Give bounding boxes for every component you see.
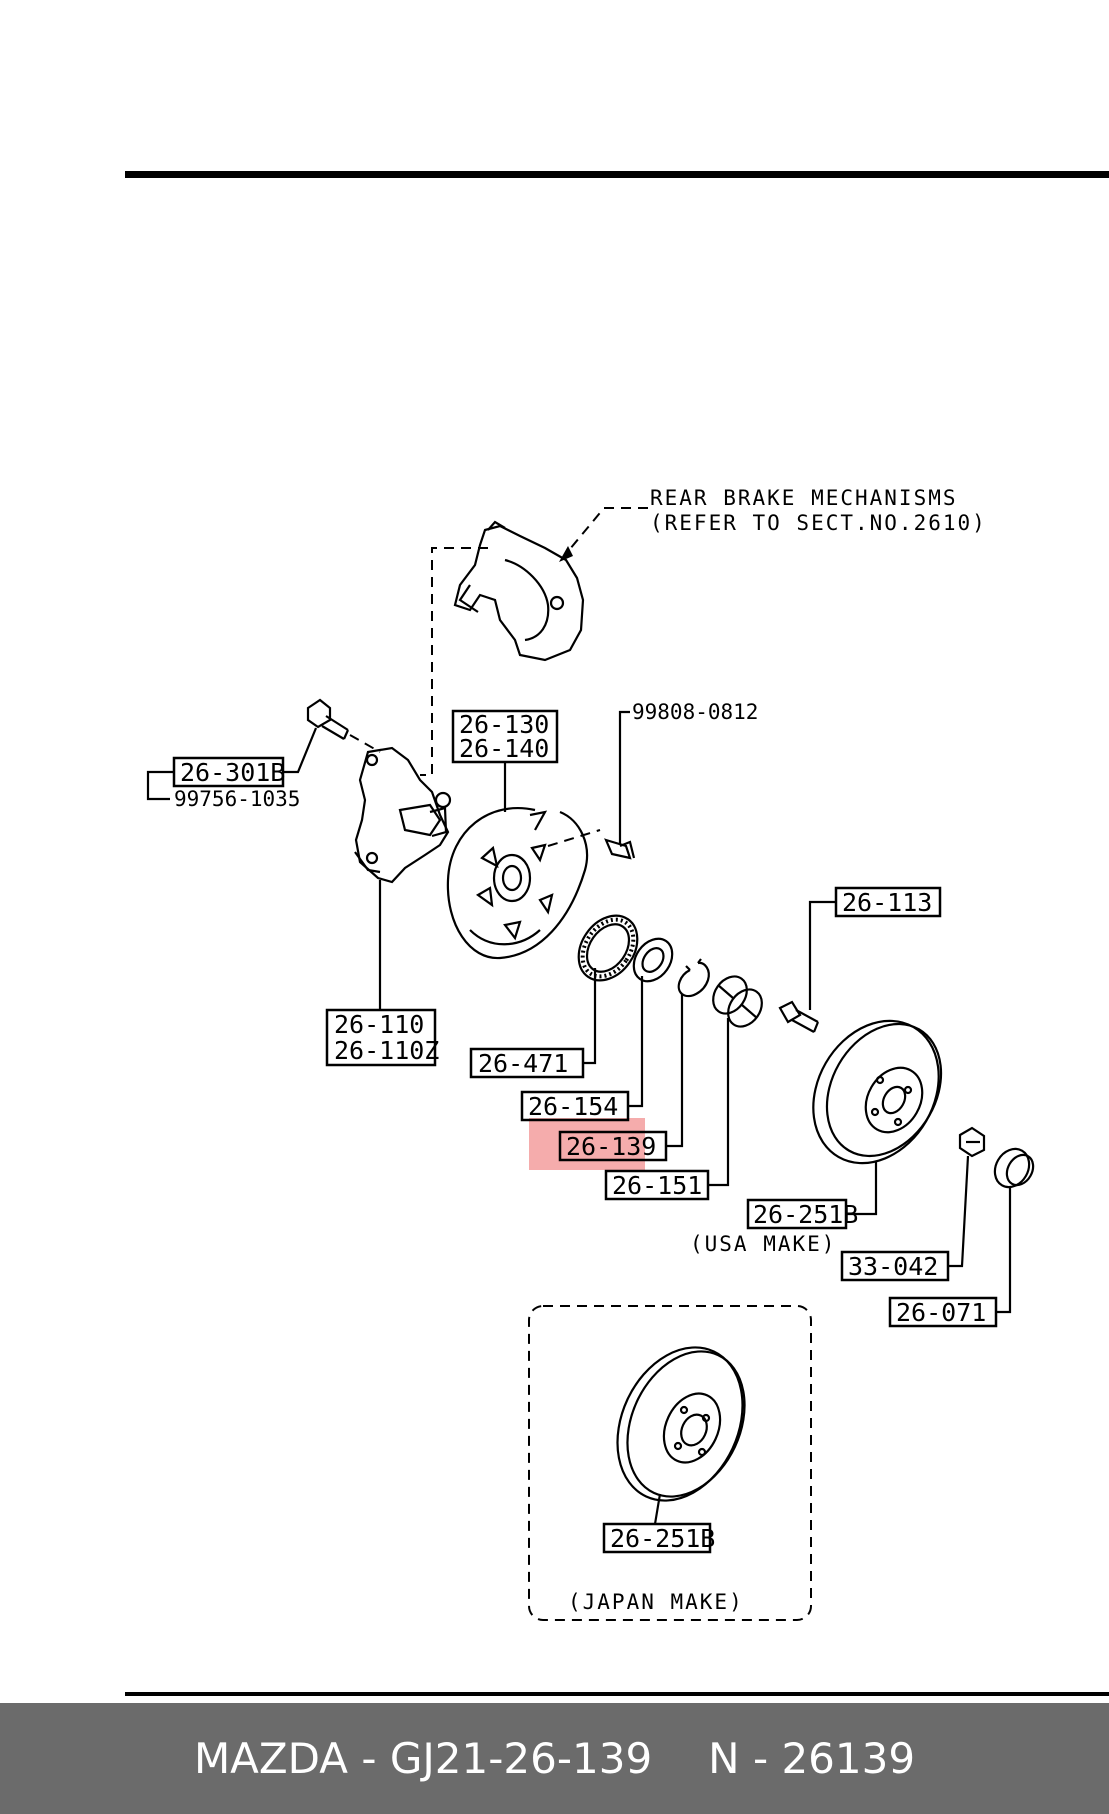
footer-catalog-code: N - 26139 [708, 1734, 916, 1783]
part-number-26-251B-japan: 26-251B [610, 1524, 715, 1553]
leader-26-154 [628, 976, 644, 1108]
box-26-151 [604, 1169, 710, 1201]
leader-99808-0812 [618, 710, 630, 845]
bottom-rule [125, 1692, 1109, 1696]
box-26-301B [172, 756, 285, 788]
part-number-33-042: 33-042 [848, 1252, 938, 1281]
leader-33-042 [948, 1155, 970, 1268]
brake-caliper-drawing [453, 520, 585, 662]
part-number-26-139: 26-139 [566, 1132, 656, 1161]
hub-cap-drawing [993, 1147, 1035, 1189]
part-number-26-154: 26-154 [528, 1092, 618, 1121]
part-number-26-130: 26-130 [459, 710, 549, 739]
box-26-251B [746, 1198, 848, 1230]
box-26-071 [888, 1296, 998, 1328]
part-number-26-071: 26-071 [896, 1298, 986, 1327]
part-number-99808-0812: 99808-0812 [632, 700, 758, 724]
brake-note-line1: REAR BRAKE MECHANISMS [650, 486, 958, 510]
selected-part-highlight [529, 1118, 645, 1170]
brake-disc-japan-drawing [616, 1346, 746, 1502]
abs-ring-drawing [577, 914, 639, 982]
cover-to-bolt-line [547, 829, 601, 847]
part-number-99756-1035: 99756-1035 [174, 787, 300, 811]
leader-26-151 [708, 1018, 730, 1187]
part-number-26-301B: 26-301B [180, 758, 285, 787]
box-26-113 [834, 886, 942, 918]
leader-26-139 [666, 994, 684, 1148]
part-number-26-110Z: 26-110Z [334, 1036, 439, 1065]
box-26-154 [520, 1090, 630, 1122]
caliper-to-knuckle-line [420, 547, 488, 776]
part-number-26-140: 26-140 [459, 734, 549, 763]
box-26-139 [558, 1130, 668, 1162]
knuckle-bolt-drawing [306, 698, 350, 740]
part-number-26-113: 26-113 [842, 888, 932, 917]
part-number-26-110: 26-110 [334, 1010, 424, 1039]
part-number-26-151: 26-151 [612, 1171, 702, 1200]
footer-caption: MAZDA - GJ21-26-139 N - 26139 [0, 1703, 1109, 1814]
japan-make-note: (JAPAN MAKE) [568, 1590, 744, 1614]
box-26-110 [325, 1008, 437, 1067]
leader-26-301B [283, 727, 318, 774]
leader-26-113 [808, 900, 836, 1010]
usa-make-note: (USA MAKE) [690, 1232, 836, 1256]
part-number-26-251B: 26-251B [753, 1200, 858, 1229]
brake-disc-usa-drawing [812, 1019, 943, 1165]
leader-26-251B-japan [653, 1493, 662, 1525]
bolt-to-knuckle-line [349, 734, 381, 753]
leader-26-471 [583, 968, 597, 1065]
leader-99756-1035 [146, 770, 174, 801]
hub-bolt-drawing [778, 1000, 820, 1033]
box-33-042 [840, 1250, 950, 1282]
brake-leader-line [564, 507, 648, 556]
leader-26-071 [996, 1186, 1012, 1314]
bearing-drawing [712, 975, 763, 1028]
knuckle-drawing [354, 746, 452, 884]
footer-brand-part-number: MAZDA - GJ21-26-139 [193, 1734, 653, 1783]
box-26-130-140 [451, 709, 559, 764]
japan-make-box [528, 1305, 812, 1621]
hub-nut-drawing [958, 1126, 986, 1158]
leader-26-251B [846, 1162, 878, 1216]
snap-ring-drawing [677, 958, 710, 998]
box-26-471 [469, 1047, 585, 1079]
box-26-251B-japan [602, 1522, 712, 1554]
part-number-26-471: 26-471 [478, 1049, 568, 1078]
top-rule [125, 171, 1109, 178]
brake-note-line2: (REFER TO SECT.NO.2610) [650, 511, 987, 535]
brake-leader-arrow [559, 546, 573, 562]
seal-drawing [632, 937, 674, 983]
dust-cover-drawing [446, 807, 589, 960]
